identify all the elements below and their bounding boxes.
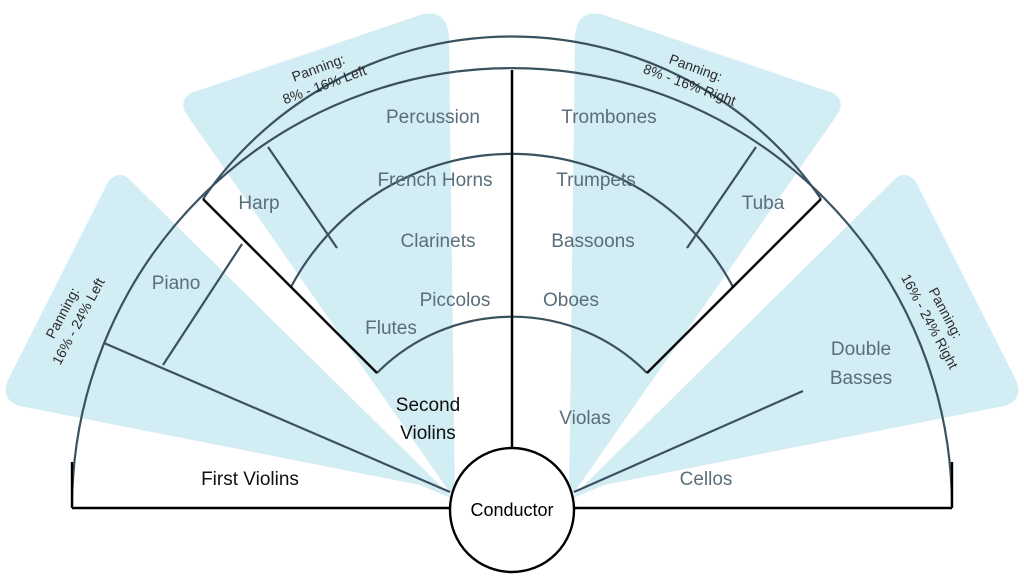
label-trumpets: Trumpets <box>556 170 636 191</box>
label-oboes: Oboes <box>543 290 599 311</box>
label-flutes: Flutes <box>365 318 417 339</box>
section-labels: Percussion Trombones Harp French Horns T… <box>152 107 892 490</box>
label-double-basses-line2: Basses <box>830 368 892 389</box>
label-percussion: Percussion <box>386 107 480 128</box>
label-second-violins-line2: Violins <box>400 423 456 444</box>
panning-zone-right-outer <box>569 174 1019 501</box>
conductor-label: Conductor <box>470 500 553 520</box>
label-second-violins-line1: Second <box>396 395 460 416</box>
label-violas: Violas <box>559 408 610 429</box>
panning-zone-left-outer <box>5 174 455 501</box>
panning-zone-right-inner <box>569 13 841 500</box>
label-cellos: Cellos <box>680 469 733 490</box>
label-french-horns: French Horns <box>377 170 492 191</box>
label-piccolos: Piccolos <box>420 290 491 311</box>
label-tuba: Tuba <box>742 193 785 214</box>
conductor-podium <box>448 446 576 574</box>
label-bassoons: Bassoons <box>551 231 634 252</box>
label-double-basses-line1: Double <box>831 339 891 360</box>
label-trombones: Trombones <box>561 107 656 128</box>
panning-zone-left-inner <box>183 13 455 500</box>
label-piano: Piano <box>152 273 201 294</box>
seating-outlines <box>70 35 954 510</box>
panning-zones <box>5 13 1019 501</box>
label-clarinets: Clarinets <box>401 231 476 252</box>
label-harp: Harp <box>238 193 279 214</box>
label-first-violins: First Violins <box>201 469 299 490</box>
